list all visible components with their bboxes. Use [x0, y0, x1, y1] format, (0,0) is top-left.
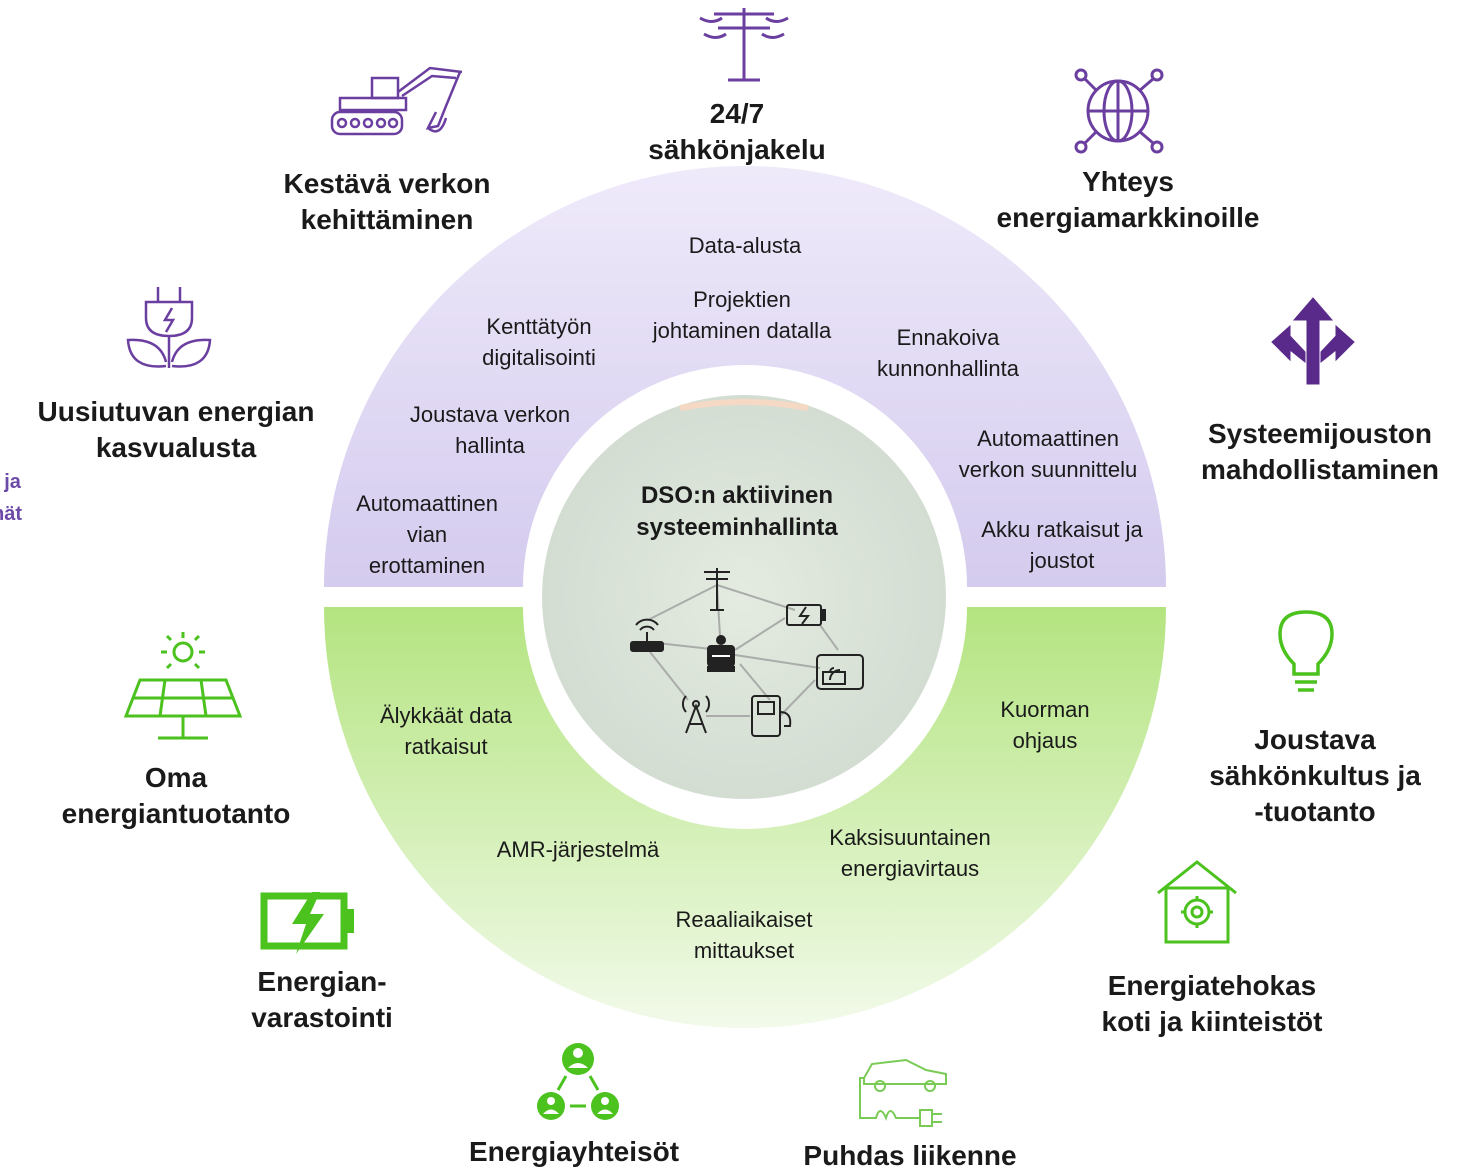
mini-charger-icon [751, 695, 792, 737]
label-energiayhteisot: Energiayhteisöt [468, 1136, 680, 1167]
smart-home-icon [1157, 860, 1237, 944]
mini-robot-icon [707, 635, 735, 672]
mini-tablet-icon [816, 654, 864, 690]
community-icon [537, 1043, 619, 1120]
label-cut-off-edge: ti jamät [0, 471, 23, 525]
caption-amr-jarjestelma: AMR-järjestelmä [496, 837, 660, 862]
ev-charging-icon [859, 1058, 947, 1127]
center-circle [542, 395, 946, 799]
label-puhdas-liikenne: Puhdas liikenne [803, 1140, 1017, 1171]
lightbulb-icon [1278, 610, 1334, 692]
label-energianvarastointi: Energian-varastointi [251, 966, 393, 1033]
green-ring [324, 607, 1166, 1028]
split-arrows-icon [1271, 297, 1355, 385]
plug-leaf-icon [126, 287, 212, 368]
mini-battery-icon [786, 604, 826, 626]
excavator-icon [330, 66, 463, 136]
power-pole-icon [699, 8, 789, 82]
mini-pole-icon [704, 568, 730, 611]
mini-router-icon [630, 618, 664, 652]
caption-data-alusta: Data-alusta [688, 233, 802, 258]
mini-antenna-icon [682, 695, 710, 734]
battery-icon [260, 892, 354, 954]
purple-ring [324, 166, 1166, 587]
solar-panel-icon [123, 632, 243, 740]
network-lines [647, 584, 839, 717]
globe-network-icon [1074, 68, 1164, 154]
